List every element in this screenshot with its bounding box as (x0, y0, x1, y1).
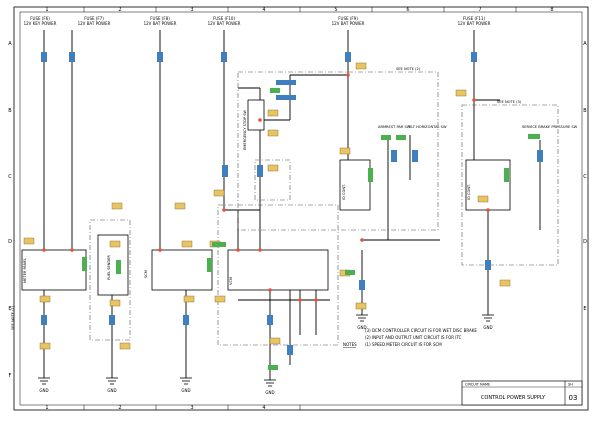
fuse-power: 12V BAT POWER (78, 21, 111, 26)
column-marker: 1 (45, 405, 48, 411)
tilt-horizontal-label: TILT HORIZONTAL SW (407, 125, 447, 129)
gnd-label: GND (107, 388, 116, 393)
ioc-label: IO CONT. (342, 184, 346, 200)
row-marker: C (8, 174, 12, 180)
emergency-stop-box (247, 99, 265, 131)
circuit-name: CONTROL POWER SUPPLY (481, 395, 546, 401)
connector-tags (23, 62, 511, 350)
column-marker: 8 (550, 7, 553, 13)
emergency-stop-label: EMERGENCY STOP SW (243, 109, 247, 150)
component-boxes (21, 99, 511, 296)
see-note-label: SEE NOTE (2) (396, 67, 421, 71)
circuit-name-heading: CIRCUIT NAME (465, 383, 490, 387)
row-marker: A (583, 41, 587, 47)
fuse-power: 12V BAT POWER (332, 21, 365, 26)
armrest-label: ARMREST PAR SW (378, 125, 411, 129)
scm-box (151, 249, 213, 291)
fuse-label: FUSE (F9) (338, 16, 358, 21)
ground-symbols (38, 314, 494, 387)
ground-icon (356, 314, 368, 322)
row-marker: A (8, 41, 12, 47)
dashed-outlines (89, 71, 559, 346)
wire-tags (41, 52, 543, 355)
scm-label: SCM (144, 270, 148, 278)
meter-panel-label: METER PANEL (23, 258, 27, 283)
column-dividers (83, 7, 517, 410)
vcm-box (227, 249, 329, 291)
notes: (3) DCM CONTROLLER CIRCUIT IS FOR WET DI… (343, 328, 477, 348)
fuse-labels: FUSE (F6) 12V KEY POWER FUSE (F7) 12V BA… (24, 16, 491, 26)
fuse-label: FUSE (F7) (84, 16, 104, 21)
component-labels: METER PANEL FUEL SENDER SCM VCM IO CONT.… (11, 67, 578, 330)
ground-icon (264, 379, 276, 387)
ground-labels: GND GND GND GND GND GND (39, 325, 492, 395)
sheet-number: 03 (569, 394, 578, 402)
column-marker: 2 (118, 405, 121, 411)
ground-icon (106, 377, 118, 385)
ground-icon (38, 377, 50, 385)
ioc-box (339, 159, 371, 211)
row-marker: D (8, 239, 12, 245)
fuse-label: FUSE (F10) (213, 16, 236, 21)
row-marker: E (583, 306, 586, 312)
row-marker: B (583, 108, 587, 114)
ground-icon (482, 314, 494, 322)
column-marker: 1 (45, 7, 48, 13)
column-marker: 7 (478, 7, 481, 13)
fuse-label: FUSE (F11) (463, 16, 486, 21)
column-marker: 3 (190, 405, 193, 411)
column-marker: 5 (334, 7, 337, 13)
note-item: (1) SPEED METER CIRCUIT IS FOR SCM (365, 342, 442, 347)
gnd-label: GND (39, 388, 48, 393)
column-marker: 3 (190, 7, 193, 13)
title-block: CIRCUIT NAME SH CONTROL POWER SUPPLY 03 (461, 380, 583, 406)
row-marker: E (8, 306, 11, 312)
fuse-power: 12V BAT POWER (458, 21, 491, 26)
service-brake-label: SERVICE BRAKE PRESSURE SW (522, 125, 578, 129)
vcm-label: VCM (229, 277, 233, 285)
gnd-label: GND (265, 390, 274, 395)
fuse-power: 12V KEY POWER (24, 21, 57, 26)
gnd-label: GND (483, 325, 492, 330)
fuse-power: 12V BAT POWER (144, 21, 177, 26)
column-marker: 4 (262, 405, 265, 411)
notes-heading: NOTES (343, 342, 357, 347)
sheet-heading: SH (568, 383, 573, 387)
row-marker: B (8, 108, 12, 114)
fuse-power: 12V BAT POWER (208, 21, 241, 26)
row-marker: C (583, 174, 587, 180)
see-note-label: SEE NOTE (1) (11, 305, 15, 330)
column-marker: 2 (118, 7, 121, 13)
column-marker: 4 (262, 7, 265, 13)
column-markers: 1 2 3 4 5 6 7 8 1 2 3 4 (45, 7, 553, 411)
note-item: (2) INPUT AND OUTPUT UNIT CIRCUIT IS FOR… (365, 335, 462, 340)
ground-icon (180, 377, 192, 385)
splice-points (42, 73, 490, 302)
fuse-label: FUSE (F6) (30, 16, 50, 21)
frame (13, 6, 589, 411)
row-marker: D (583, 239, 587, 245)
see-note-label: SEE NOTE (3) (497, 100, 522, 104)
pin-tags (82, 88, 540, 370)
fuse-label: FUSE (F8) (150, 16, 170, 21)
gnd-label: GND (181, 388, 190, 393)
meter-panel-box (21, 249, 87, 291)
service-brake-ioc-box (465, 159, 511, 211)
fuel-sender-label: FUEL SENDER (107, 255, 111, 280)
note-item: (3) DCM CONTROLLER CIRCUIT IS FOR WET DI… (365, 328, 477, 333)
ioc-label: IO CONT. (467, 184, 471, 200)
row-marker: F (9, 373, 12, 379)
row-markers: A B C D E F A B C D E (8, 41, 587, 379)
column-marker: 6 (406, 7, 409, 13)
gnd-label: GND (357, 325, 366, 330)
